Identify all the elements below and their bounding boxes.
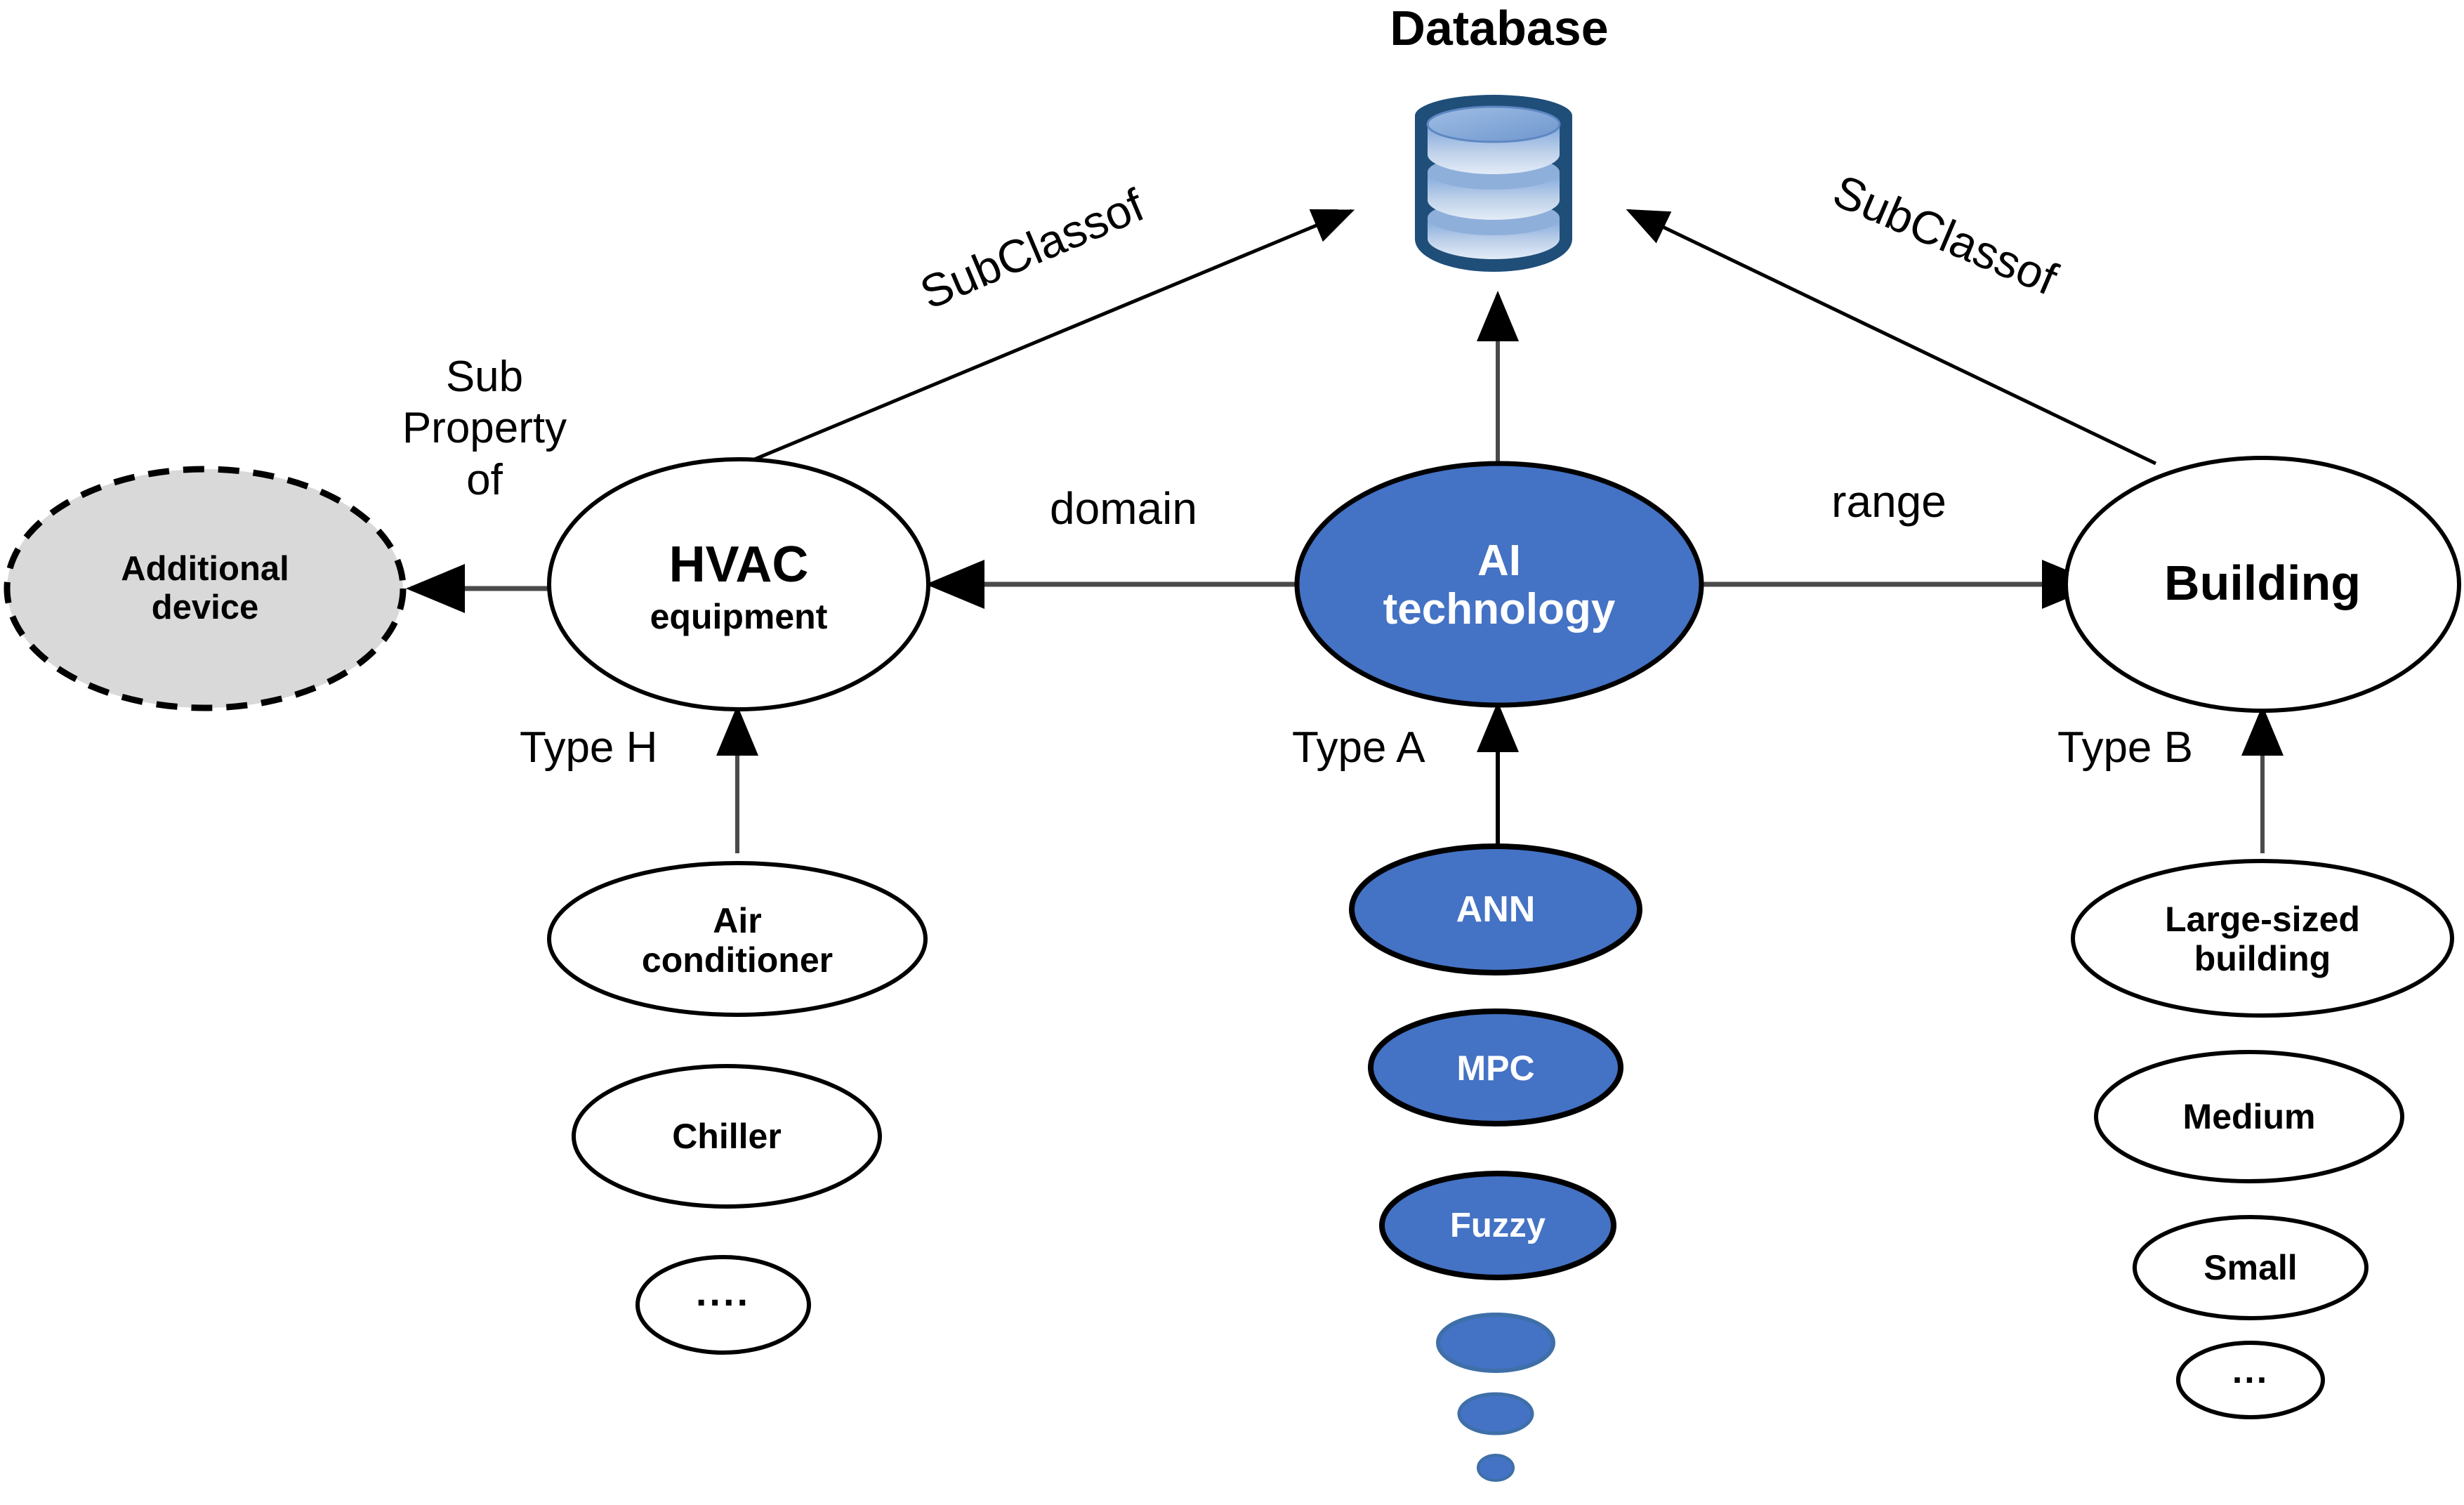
sub-property-of-line3: of <box>466 455 503 504</box>
edge-hvac-to-database <box>744 209 1355 466</box>
node-mpc[interactable] <box>1368 1008 1623 1126</box>
page-title: Database <box>1390 1 1609 55</box>
edge-label-type-a: Type A <box>1292 723 1425 773</box>
database-cylinder-icon <box>1415 95 1572 272</box>
node-ann[interactable] <box>1349 843 1642 975</box>
edge-building-to-database <box>1626 209 2157 466</box>
node-hvac-more[interactable] <box>635 1255 811 1355</box>
edge-label-sub-property-of: Sub Property of <box>365 337 604 520</box>
node-ai-more-2[interactable] <box>1457 1392 1534 1435</box>
node-ai-more-3[interactable] <box>1477 1454 1515 1482</box>
node-building-more[interactable] <box>2176 1341 2325 1419</box>
node-fuzzy[interactable] <box>1379 1171 1616 1280</box>
node-ai-more-1[interactable] <box>1436 1313 1555 1373</box>
edge-label-type-h: Type H <box>520 723 658 773</box>
node-additional-device[interactable] <box>4 466 407 711</box>
edge-label-type-b: Type B <box>2057 723 2193 773</box>
edge-label-range: range <box>1831 476 1946 527</box>
node-small[interactable] <box>2133 1215 2369 1320</box>
sub-property-of-line2: Property <box>402 404 567 453</box>
node-building[interactable] <box>2064 456 2461 713</box>
node-medium[interactable] <box>2094 1050 2404 1183</box>
edge-label-domain: domain <box>1050 483 1197 534</box>
sub-property-of-line1: Sub <box>445 353 524 402</box>
node-chiller[interactable] <box>572 1064 882 1209</box>
node-ai-technology[interactable] <box>1294 461 1704 708</box>
node-air-conditioner[interactable] <box>547 861 928 1017</box>
node-large-sized-building[interactable] <box>2071 859 2454 1018</box>
node-hvac-equipment[interactable] <box>547 457 930 711</box>
